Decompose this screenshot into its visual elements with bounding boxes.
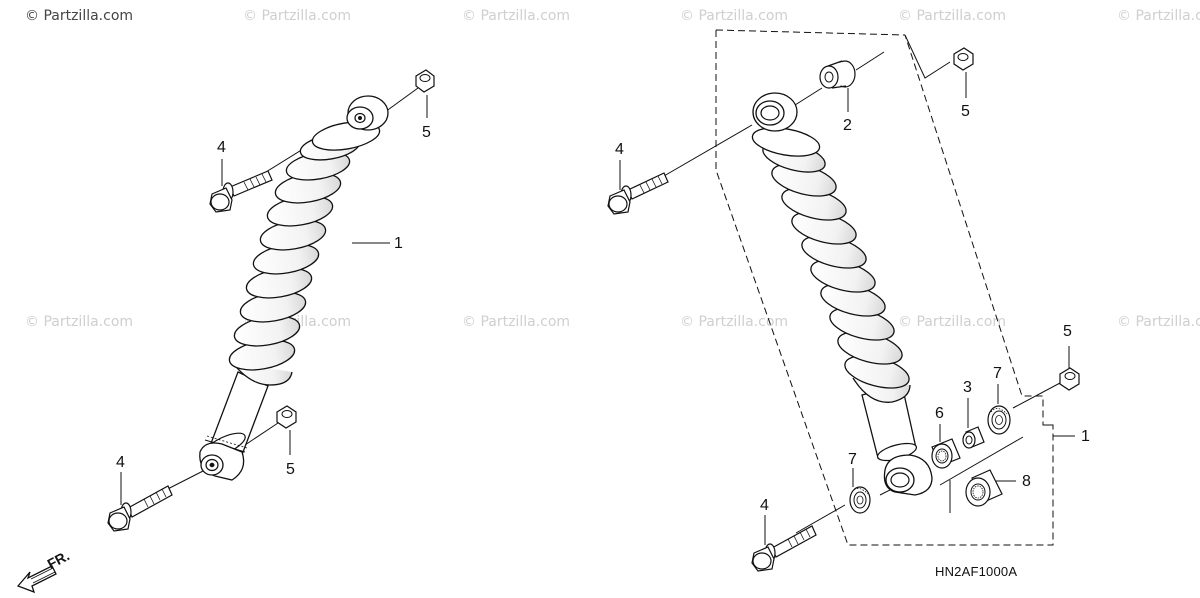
- callout-label: 4: [615, 141, 624, 158]
- watermark: © Partzilla.com: [680, 314, 789, 330]
- left-upper-nut: [415, 69, 435, 93]
- left-upper-mount-eye: [346, 95, 389, 131]
- right-shock-body: [861, 384, 918, 462]
- dust-seal-lower: [849, 486, 871, 514]
- right-upper-bolt: [607, 172, 669, 215]
- callout-label: 7: [993, 365, 1002, 382]
- watermark: © Partzilla.com: [462, 8, 571, 24]
- watermark: © Partzilla.com: [462, 314, 571, 330]
- right-upper-mount-eye: [752, 92, 798, 132]
- left-coil-spring: [228, 121, 381, 386]
- callout-label: 5: [286, 461, 295, 478]
- watermark-top-left: © Partzilla.com: [25, 8, 134, 24]
- callout-label: 1: [1081, 428, 1090, 445]
- callout-label: 4: [116, 454, 125, 471]
- right-lower-bolt: [751, 525, 817, 572]
- callout-label: 3: [963, 379, 972, 396]
- right-lower-nut: [1059, 367, 1080, 391]
- bearing-kit: [965, 469, 1003, 507]
- upper-bushing: [819, 60, 856, 89]
- right-lower-mount-eye: [883, 454, 933, 496]
- callout-label: 6: [935, 405, 944, 422]
- collar: [962, 426, 985, 449]
- watermark: © Partzilla.com: [25, 314, 134, 330]
- right-shock-assembly: [607, 29, 1080, 572]
- diagram-code: HN2AF1000A: [935, 564, 1018, 579]
- callout-label: 7: [848, 451, 857, 468]
- callout-label: 1: [394, 235, 403, 252]
- watermark: © Partzilla.com: [898, 314, 1007, 330]
- watermark: © Partzilla.com: [243, 8, 352, 24]
- callout-label: 4: [217, 139, 226, 156]
- needle-bearing: [931, 438, 961, 469]
- right-coil-spring: [751, 127, 911, 403]
- left-lower-bolt: [107, 485, 173, 532]
- watermark: © Partzilla.com: [898, 8, 1007, 24]
- left-lower-mount-eye: [199, 442, 245, 481]
- callout-label: 5: [1063, 323, 1072, 340]
- callout-label: 4: [760, 497, 769, 514]
- watermark: © Partzilla.com: [680, 8, 789, 24]
- watermark: © Partzilla.com: [1117, 314, 1200, 330]
- callout-label: 5: [422, 124, 431, 141]
- right-upper-nut: [953, 47, 974, 71]
- callout-label: 2: [843, 117, 852, 134]
- left-shock-assembly: [107, 69, 435, 532]
- front-direction-arrow-icon: [16, 565, 57, 594]
- left-upper-bolt: [209, 170, 273, 213]
- dust-seal-upper: [987, 405, 1011, 435]
- callout-label: 5: [961, 103, 970, 120]
- left-lower-nut: [276, 405, 297, 429]
- watermark: © Partzilla.com: [1117, 8, 1200, 24]
- callout-label: 8: [1022, 473, 1031, 490]
